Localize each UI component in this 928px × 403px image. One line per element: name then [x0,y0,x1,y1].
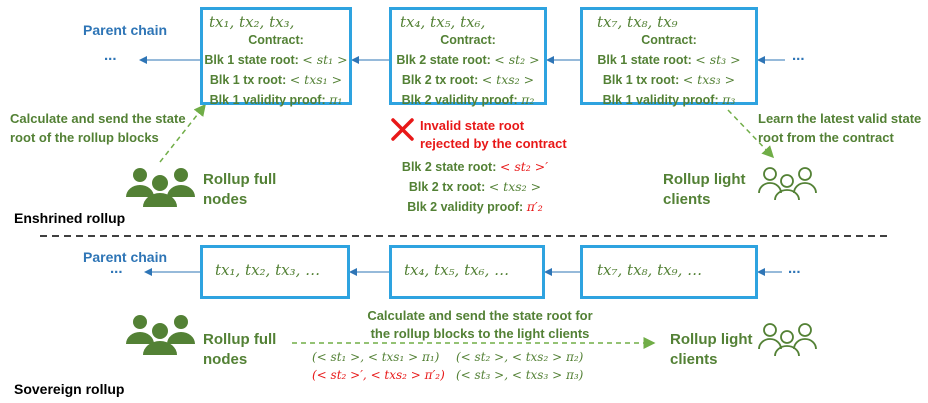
block-1: tx₁, tx₂, tx₃, Contract: Blk 1 state roo… [200,7,352,107]
sov-block-2: tx₄, tx₅, tx₆, … [389,245,545,299]
calc-send-note: Calculate and send the state root of the… [10,111,186,145]
people-filled-icon [126,315,195,355]
sov-block-3-txs: tx₇, tx₈, tx₉, … [597,261,703,279]
sov-block-1-txs: tx₁, tx₂, tx₃, … [215,261,321,279]
light-clients-label: Rollup light clients [663,171,746,208]
sov-block-3: tx₇, tx₈, tx₉, … [580,245,758,299]
people-outline-icon [758,323,817,357]
block-2-contract: Contract: [440,33,496,47]
sov-block-1: tx₁, tx₂, tx₃, … [200,245,350,299]
block-1-state-root: Blk 1 state root: < st₁ > [204,52,348,67]
people-outline-icon [758,167,817,201]
sov-light-clients-label: Rollup light clients [670,331,753,368]
invalid-state-root: Blk 2 state root: < st₂ >′ [401,159,549,174]
invalid-note: Invalid state root rejected by the contr… [420,118,567,151]
learn-latest-note: Learn the latest valid state root from t… [758,111,922,145]
sov-block-2-txs: tx₄, tx₅, tx₆, … [404,261,510,279]
block-2-txs: tx₄, tx₅, tx₆, [400,13,486,31]
tuple-3-invalid: (< st₂ >′, < txs₂ > π′₂) [312,368,445,382]
block-2-proof: Blk 2 validity proof: π₂ [401,92,535,107]
ellipsis-left: ... [104,47,117,64]
block-1-tx-root: Blk 1 tx root: < txs₁ > [209,72,343,87]
tuple-1: (< st₁ >, < txs₁ > π₁) [312,350,440,364]
block-2-tx-root: Blk 2 tx root: < txs₂ > [401,72,535,87]
sov-calc-send-note: Calculate and send the state root for th… [367,308,593,341]
block-3-proof: Blk 1 validity proof: π₃ [602,92,736,107]
invalid-block: Blk 2 state root: < st₂ >′ Blk 2 tx root… [395,157,555,217]
block-1-txs: tx₁, tx₂, tx₃, [209,13,295,31]
parent-chain-label: Parent chain [83,249,168,265]
ellipsis-right: ... [792,47,805,64]
block-3-tx-root: Blk 1 tx root: < txs₃ > [602,72,736,87]
people-filled-icon [126,168,195,207]
block-3-txs: tx₇, tx₈, tx₉ [597,13,678,31]
block-3: tx₇, tx₈, tx₉ Contract: Blk 1 state root… [580,7,758,107]
block-3-contract: Contract: [641,33,697,47]
sov-full-nodes-label: Rollup full nodes [203,331,277,368]
parent-chain-label: Parent chain [83,22,168,38]
red-cross-icon [391,118,414,141]
ellipsis-right: ... [788,260,801,277]
block-1-proof: Blk 1 validity proof: π₁ [209,92,343,107]
learn-state-arrow [727,109,775,159]
full-nodes-label: Rollup full nodes [203,171,277,208]
invalid-proof: Blk 2 validity proof: π′₂ [407,199,543,214]
enshrined-rollup-label: Enshrined rollup [14,210,126,226]
sovereign-rollup-label: Sovereign rollup [14,381,125,397]
block-2: tx₄, tx₅, tx₆, Contract: Blk 2 state roo… [389,7,547,107]
block-2-state-root: Blk 2 state root: < st₂ > [396,52,540,67]
block-1-contract: Contract: [248,33,304,47]
tuple-4: (< st₃ >, < txs₃ > π₃) [456,368,584,382]
invalid-tx-root: Blk 2 tx root: < txs₂ > [408,179,542,194]
send-state-arrow [159,103,206,163]
tuple-2: (< st₂ >, < txs₂ > π₂) [456,350,584,364]
ellipsis-left: ... [110,260,123,277]
block-3-state-root: Blk 1 state root: < st₃ > [597,52,741,67]
